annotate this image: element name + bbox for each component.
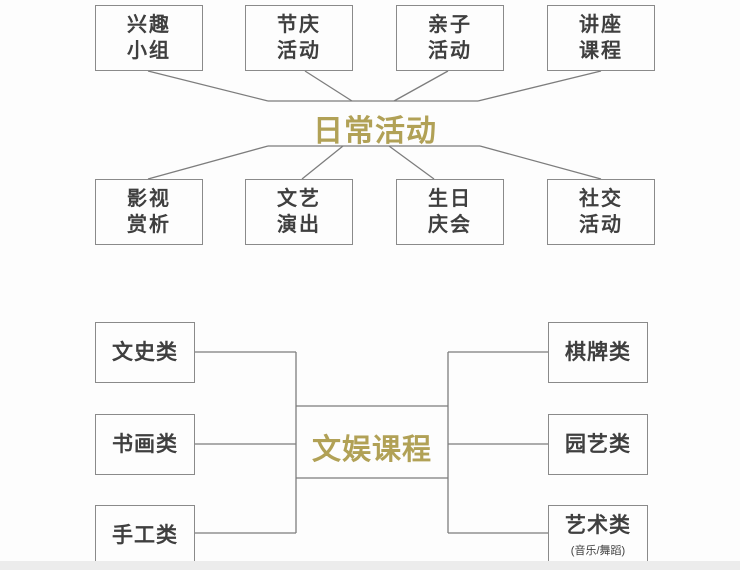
daily-activities-title: 日常活动	[313, 115, 437, 148]
box-label: 文艺	[277, 188, 321, 210]
bottom-edge-strip	[0, 561, 740, 570]
box-sublabel: (音乐/舞蹈)	[570, 545, 626, 557]
box-label: 课程	[579, 40, 623, 62]
box-social-activities: 社交 活动	[547, 179, 655, 245]
box-label: 讲座	[579, 14, 623, 36]
box-calligraphy-painting: 书画类	[95, 414, 195, 475]
box-handicraft: 手工类	[95, 505, 195, 566]
box-birthday-celebration: 生日 庆会	[396, 179, 504, 245]
connector-line	[147, 145, 269, 180]
box-label: 庆会	[428, 214, 472, 236]
box-label: 演出	[277, 214, 321, 236]
connector-line	[393, 70, 449, 102]
connector-line	[388, 145, 435, 180]
box-label: 活动	[277, 40, 321, 62]
box-label: 文史类	[112, 340, 178, 364]
box-label: 小组	[127, 40, 171, 62]
box-chess-cards: 棋牌类	[548, 322, 648, 383]
box-label: 书画类	[112, 432, 178, 456]
culture-courses-title: 文娱课程	[311, 434, 432, 466]
box-gardening: 园艺类	[548, 414, 648, 475]
box-label: 节庆	[277, 14, 321, 36]
box-arts: 艺术类 (音乐/舞蹈)	[548, 505, 648, 566]
box-label: 亲子	[428, 14, 472, 36]
connector-line	[147, 70, 269, 102]
box-label: 棋牌类	[565, 340, 631, 364]
box-label: 艺术类	[565, 514, 631, 537]
box-label: 活动	[579, 214, 623, 236]
box-label: 园艺类	[565, 432, 631, 456]
box-label: 手工类	[112, 523, 178, 547]
box-label: 生日	[428, 188, 472, 210]
box-label: 兴趣	[127, 14, 171, 36]
box-label: 活动	[428, 40, 472, 62]
connector-line	[479, 145, 602, 180]
box-interest-group: 兴趣 小组	[95, 5, 203, 71]
box-literature-history: 文史类	[95, 322, 195, 383]
box-label: 影视	[127, 188, 171, 210]
connector-line	[301, 145, 344, 180]
box-label: 社交	[579, 188, 623, 210]
box-film-appreciation: 影视 赏析	[95, 179, 203, 245]
connector-line	[477, 70, 602, 102]
box-label: 赏析	[127, 214, 171, 236]
connector-line	[304, 70, 353, 102]
box-art-performance: 文艺 演出	[245, 179, 353, 245]
box-festival-activities: 节庆 活动	[245, 5, 353, 71]
box-lecture-courses: 讲座 课程	[547, 5, 655, 71]
box-parent-child-activities: 亲子 活动	[396, 5, 504, 71]
